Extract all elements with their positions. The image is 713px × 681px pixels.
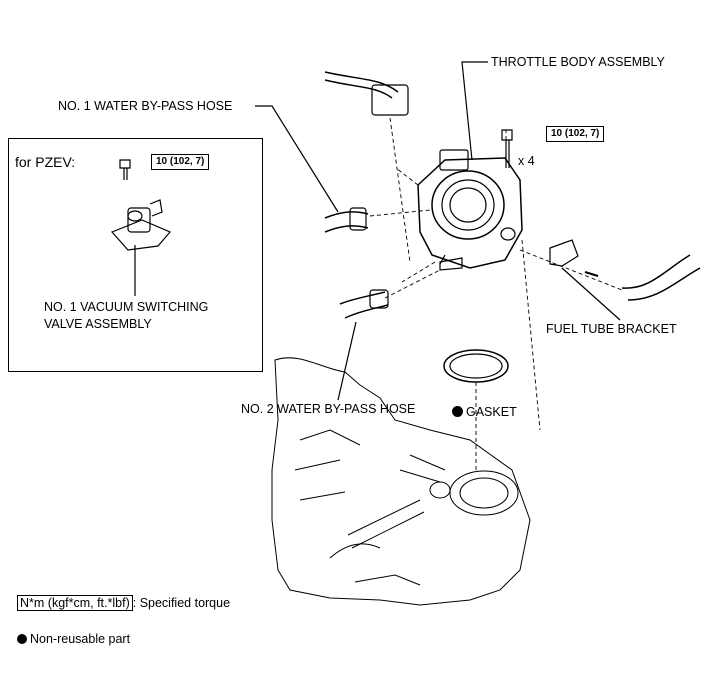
label-bolt-qty: x 4 xyxy=(518,154,535,168)
legend-nonreusable-text: Non-reusable part xyxy=(30,632,131,646)
legend-torque-box: N*m (kgf*cm, ft.*lbf) xyxy=(17,595,133,611)
vsv-shape xyxy=(110,219,171,251)
leader-fuel-bracket xyxy=(561,267,621,321)
leader-throttle-body xyxy=(461,61,488,161)
leader-water-hose-2 xyxy=(337,321,357,401)
gasket-shape xyxy=(443,349,509,383)
label-water-hose-1: NO. 1 WATER BY-PASS HOSE xyxy=(58,99,233,113)
throttle-body xyxy=(417,157,523,269)
connector xyxy=(371,84,409,116)
bolt-pzev xyxy=(119,159,131,180)
pzev-inset xyxy=(8,138,263,372)
label-gasket: GASKET xyxy=(452,405,517,419)
label-fuel-bracket: FUEL TUBE BRACKET xyxy=(546,322,677,336)
water-hose-2 xyxy=(339,291,386,305)
water-hose-1 xyxy=(324,211,369,219)
label-vsv-line1: NO. 1 VACUUM SWITCHING xyxy=(44,300,209,314)
label-vsv-line2: VALVE ASSEMBLY xyxy=(44,317,152,331)
wire-harness xyxy=(324,71,399,93)
torque-box-pzev: 10 (102, 7) xyxy=(151,154,210,170)
bolt xyxy=(501,129,513,168)
fuel-hose xyxy=(621,254,691,289)
engine-block xyxy=(271,357,531,606)
label-water-hose-2: NO. 2 WATER BY-PASS HOSE xyxy=(241,402,416,416)
leader-water-hose-1 xyxy=(255,105,339,213)
legend-dot-icon xyxy=(17,634,27,644)
legend-nonreusable: Non-reusable part xyxy=(17,632,130,646)
label-pzev: for PZEV: xyxy=(15,154,76,170)
fuel-bracket xyxy=(549,239,579,267)
label-throttle-body: THROTTLE BODY ASSEMBLY xyxy=(491,55,665,69)
legend-torque: N*m (kgf*cm, ft.*lbf): Specified torque xyxy=(17,595,231,611)
gasket-text: GASKET xyxy=(466,405,517,419)
torque-box-main: 10 (102, 7) xyxy=(546,126,605,142)
legend-torque-text: : Specified torque xyxy=(132,596,231,610)
non-reusable-marker xyxy=(452,406,463,417)
